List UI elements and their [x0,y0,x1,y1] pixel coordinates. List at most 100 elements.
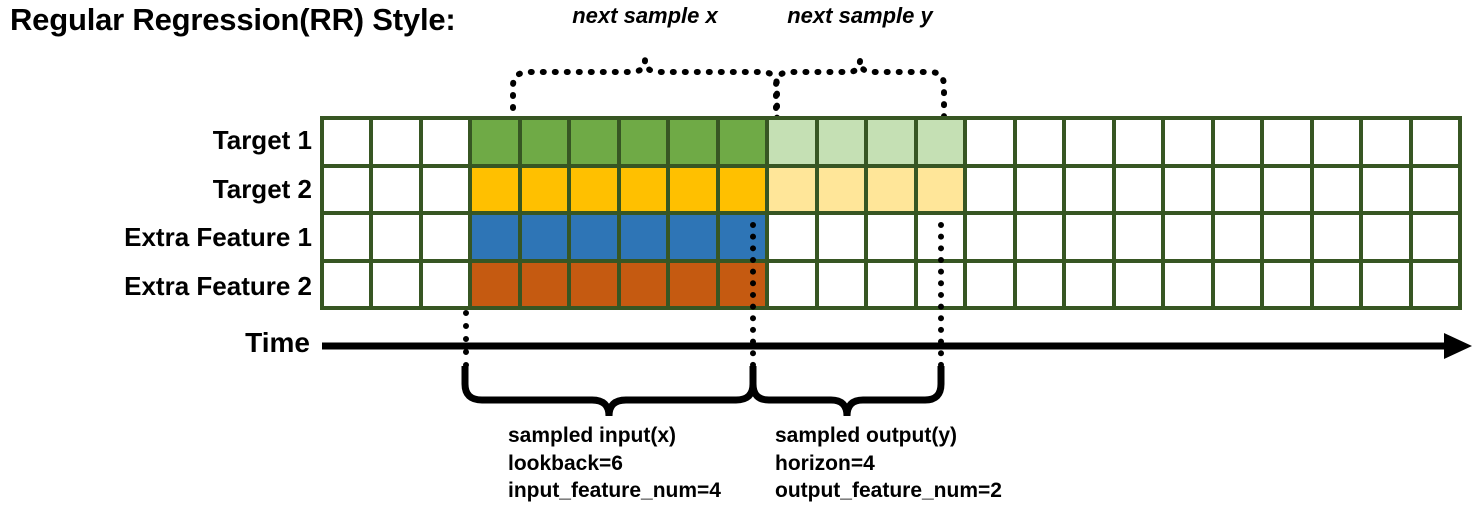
grid-cell[interactable] [1214,262,1261,306]
grid-cell[interactable] [769,262,815,306]
grid-cell[interactable] [818,262,865,306]
grid-cell[interactable] [769,167,815,211]
grid-cell[interactable] [1264,262,1310,306]
grid-cell[interactable] [1264,120,1310,164]
grid-cell[interactable] [1313,120,1360,164]
grid-cell[interactable] [1363,262,1409,306]
grid-cell[interactable] [670,262,716,306]
grid-cell[interactable] [521,262,568,306]
grid-cell[interactable] [967,120,1013,164]
grid-cell[interactable] [1264,167,1310,211]
grid-cell[interactable] [1016,215,1063,259]
grid-cell[interactable] [1066,120,1112,164]
grid-cell[interactable] [472,262,518,306]
grid-cell[interactable] [373,167,419,211]
row-label-4: Extra Feature 2 [124,270,312,301]
row-label-3: Extra Feature 1 [124,222,312,252]
grid-cell[interactable] [1412,262,1459,306]
grid-cell[interactable] [868,120,914,164]
next-sample-y-label: next sample y [787,3,933,28]
grid-cell[interactable] [571,167,617,211]
grid-cell[interactable] [521,167,568,211]
grid-cell[interactable] [818,120,865,164]
grid-cell[interactable] [1363,215,1409,259]
grid-cell[interactable] [620,120,667,164]
grid-cell[interactable] [868,215,914,259]
grid-cell[interactable] [472,167,518,211]
grid-cell[interactable] [1363,167,1409,211]
grid-cell[interactable] [1363,120,1409,164]
grid-cell[interactable] [917,167,964,211]
grid-cell[interactable] [373,215,419,259]
grid-cell[interactable] [1115,215,1162,259]
grid-cell[interactable] [324,215,370,259]
grid-row [324,262,1459,306]
grid-cell[interactable] [324,120,370,164]
grid-cell[interactable] [472,215,518,259]
grid-cell[interactable] [324,262,370,306]
grid-cell[interactable] [422,120,469,164]
grid-cell[interactable] [1412,215,1459,259]
grid-cell[interactable] [1066,167,1112,211]
grid-cell[interactable] [620,215,667,259]
grid-cell[interactable] [1165,262,1211,306]
row-label-1: Target 1 [212,125,312,155]
grid-cell[interactable] [1066,215,1112,259]
grid-cell[interactable] [1214,120,1261,164]
grid-cell[interactable] [1214,215,1261,259]
page-title: Regular Regression(RR) Style: [10,2,456,37]
grid-cell[interactable] [868,262,914,306]
grid-cell[interactable] [1313,167,1360,211]
grid-cell[interactable] [967,215,1013,259]
grid-cell[interactable] [1165,215,1211,259]
grid-cell[interactable] [1115,120,1162,164]
grid-cell[interactable] [422,215,469,259]
grid-cell[interactable] [1066,262,1112,306]
grid-cell[interactable] [719,120,766,164]
grid-cell[interactable] [967,262,1013,306]
grid-cell[interactable] [670,215,716,259]
grid-cell[interactable] [670,167,716,211]
grid-cell[interactable] [521,120,568,164]
grid-cell[interactable] [373,120,419,164]
grid-cell[interactable] [521,215,568,259]
grid-cell[interactable] [670,120,716,164]
grid-cell[interactable] [818,215,865,259]
grid-cell[interactable] [1016,167,1063,211]
grid-cell[interactable] [868,167,914,211]
grid-cell[interactable] [1016,262,1063,306]
grid-cell[interactable] [1016,120,1063,164]
grid-cell[interactable] [571,120,617,164]
grid-cell[interactable] [571,262,617,306]
grid-row [324,215,1459,259]
grid-cell[interactable] [472,120,518,164]
grid-cell[interactable] [1214,167,1261,211]
grid-cell[interactable] [571,215,617,259]
grid-cell[interactable] [719,262,766,306]
grid-cell[interactable] [1313,215,1360,259]
grid-cell[interactable] [1115,167,1162,211]
grid-cell[interactable] [967,167,1013,211]
grid-cell[interactable] [373,262,419,306]
sampled-output-caption-line2: horizon=4 [775,451,875,475]
sampled-input-caption-line2: lookback=6 [508,451,623,475]
grid-cell[interactable] [422,167,469,211]
grid-cell[interactable] [818,167,865,211]
grid-cell[interactable] [769,215,815,259]
grid-cell[interactable] [1165,167,1211,211]
grid-cell[interactable] [422,262,469,306]
grid-cell[interactable] [769,120,815,164]
grid-cell[interactable] [1412,167,1459,211]
grid-cell[interactable] [324,167,370,211]
grid-cell[interactable] [620,262,667,306]
grid-cell[interactable] [719,215,766,259]
grid-cell[interactable] [620,167,667,211]
grid-cell[interactable] [719,167,766,211]
grid-cell[interactable] [1412,120,1459,164]
grid-cell[interactable] [1313,262,1360,306]
grid-cell[interactable] [1115,262,1162,306]
grid-cell[interactable] [917,120,964,164]
grid-cell[interactable] [1165,120,1211,164]
grid-cell[interactable] [1264,215,1310,259]
